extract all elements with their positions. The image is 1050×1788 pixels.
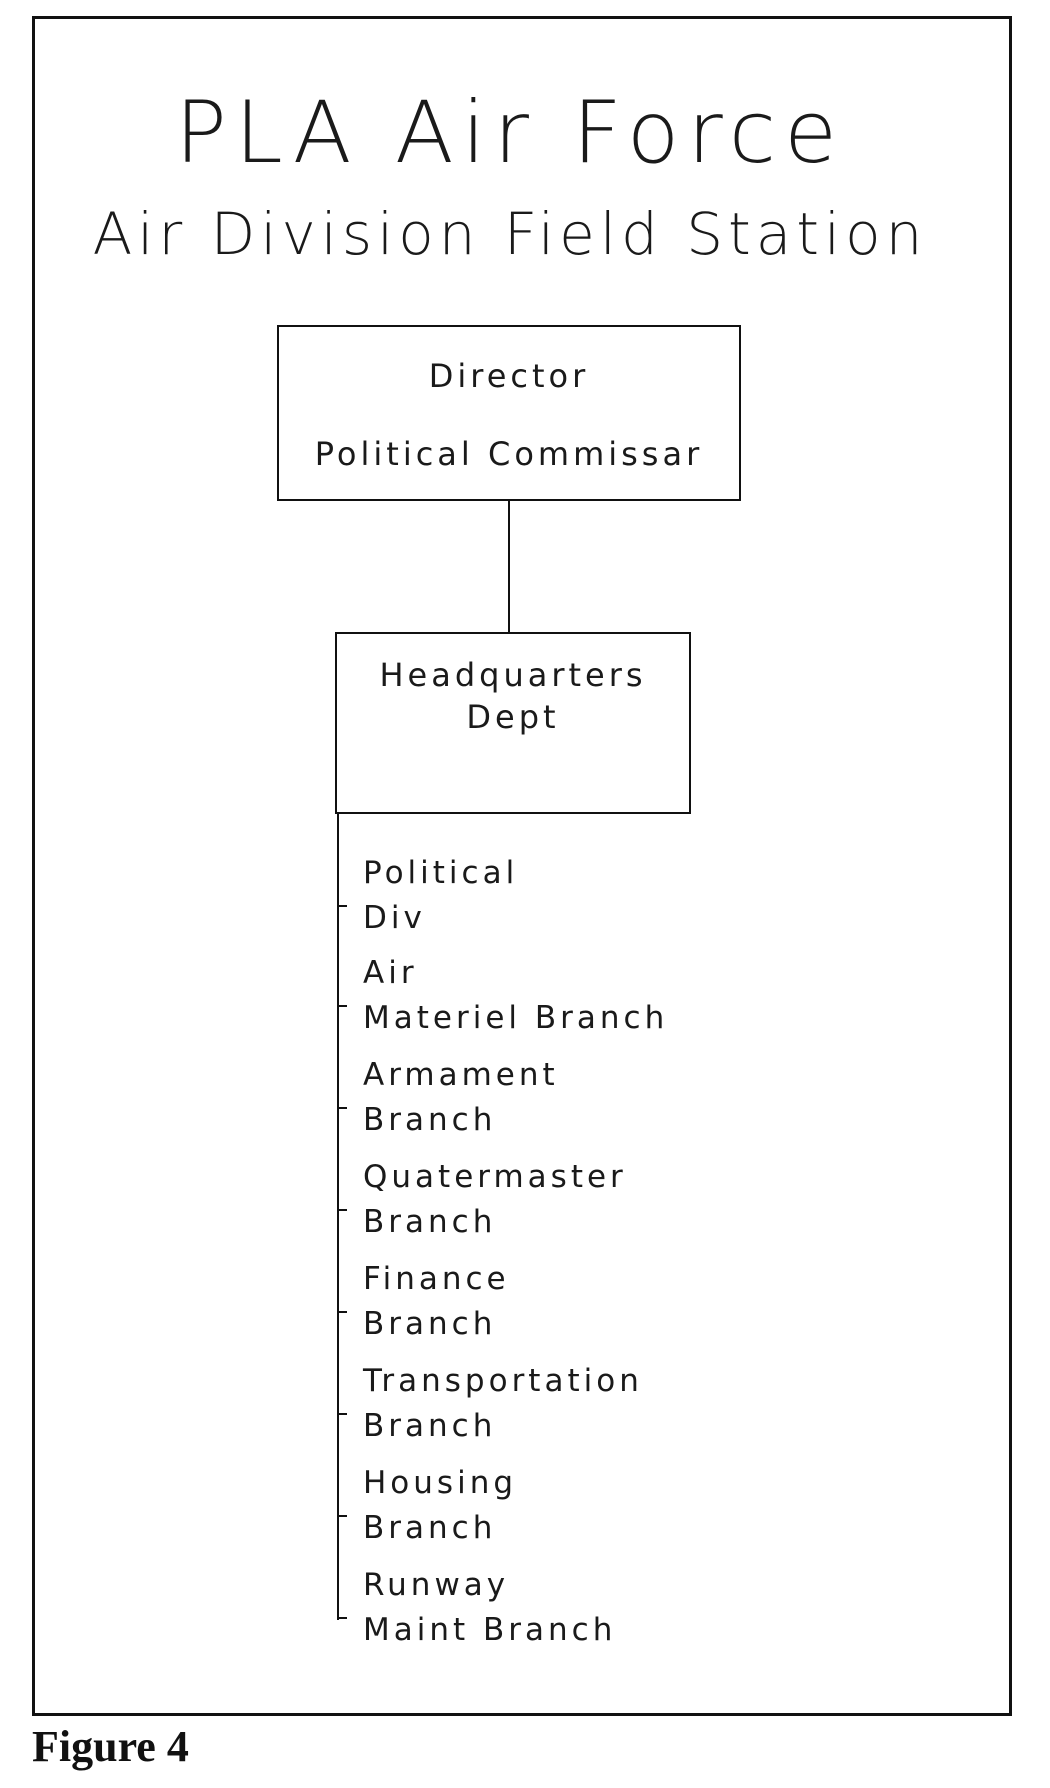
director-hq-connector: [508, 501, 510, 632]
branch-item-housing: Housing Branch: [337, 1468, 717, 1558]
director-label: Director: [428, 357, 590, 395]
branch-label-line1: Runway: [363, 1567, 510, 1603]
headquarters-box: Headquarters Dept: [335, 632, 691, 814]
headquarters-label-line1: Headquarters: [379, 656, 647, 694]
branch-tick: [337, 905, 347, 907]
branch-label-line1: Finance: [363, 1261, 510, 1297]
branch-tick: [337, 1209, 347, 1211]
branch-label-line2: Branch: [363, 1306, 497, 1342]
branch-tick: [337, 1005, 347, 1007]
branch-item-finance: Finance Branch: [337, 1264, 717, 1354]
branch-item-transportation: Transportation Branch: [337, 1366, 717, 1456]
branch-label-line1: Air: [363, 955, 418, 991]
branch-item-air-materiel: Air Materiel Branch: [337, 958, 717, 1048]
branch-label-line1: Transportation: [363, 1363, 643, 1399]
branch-label-line1: Housing: [363, 1465, 518, 1501]
branch-item-armament: Armament Branch: [337, 1060, 717, 1150]
branch-tick: [337, 1413, 347, 1415]
branch-label-line2: Maint Branch: [363, 1612, 617, 1648]
political-commissar-label: Political Commissar: [314, 435, 704, 473]
headquarters-label-line2: Dept: [466, 698, 560, 736]
branch-tick: [337, 1311, 347, 1313]
branch-label-line2: Branch: [363, 1102, 497, 1138]
diagram-frame: [32, 16, 1012, 1716]
branch-label-line2: Materiel Branch: [363, 1000, 669, 1036]
branch-item-quatermaster: Quatermaster Branch: [337, 1162, 717, 1252]
figure-caption: Figure 4: [32, 1722, 189, 1771]
branch-label-line2: Branch: [363, 1510, 497, 1546]
diagram-subtitle: Air Division Field Station: [92, 200, 928, 268]
branch-tick: [337, 1515, 347, 1517]
branch-label-line1: Armament: [363, 1057, 559, 1093]
branch-trunk-line: [337, 814, 339, 1620]
branch-item-political-div: Political Div: [337, 858, 717, 948]
branch-item-runway-maint: Runway Maint Branch: [337, 1570, 717, 1660]
director-box: Director Political Commissar: [277, 325, 741, 501]
branch-tick: [337, 1617, 347, 1619]
branch-tick: [337, 1107, 347, 1109]
diagram-title: PLA Air Force: [174, 83, 845, 183]
branch-label-line1: Quatermaster: [363, 1159, 627, 1195]
branch-label-line2: Branch: [363, 1408, 497, 1444]
branch-label-line2: Div: [363, 900, 426, 936]
branch-label-line2: Branch: [363, 1204, 497, 1240]
branch-label-line1: Political: [363, 855, 519, 891]
